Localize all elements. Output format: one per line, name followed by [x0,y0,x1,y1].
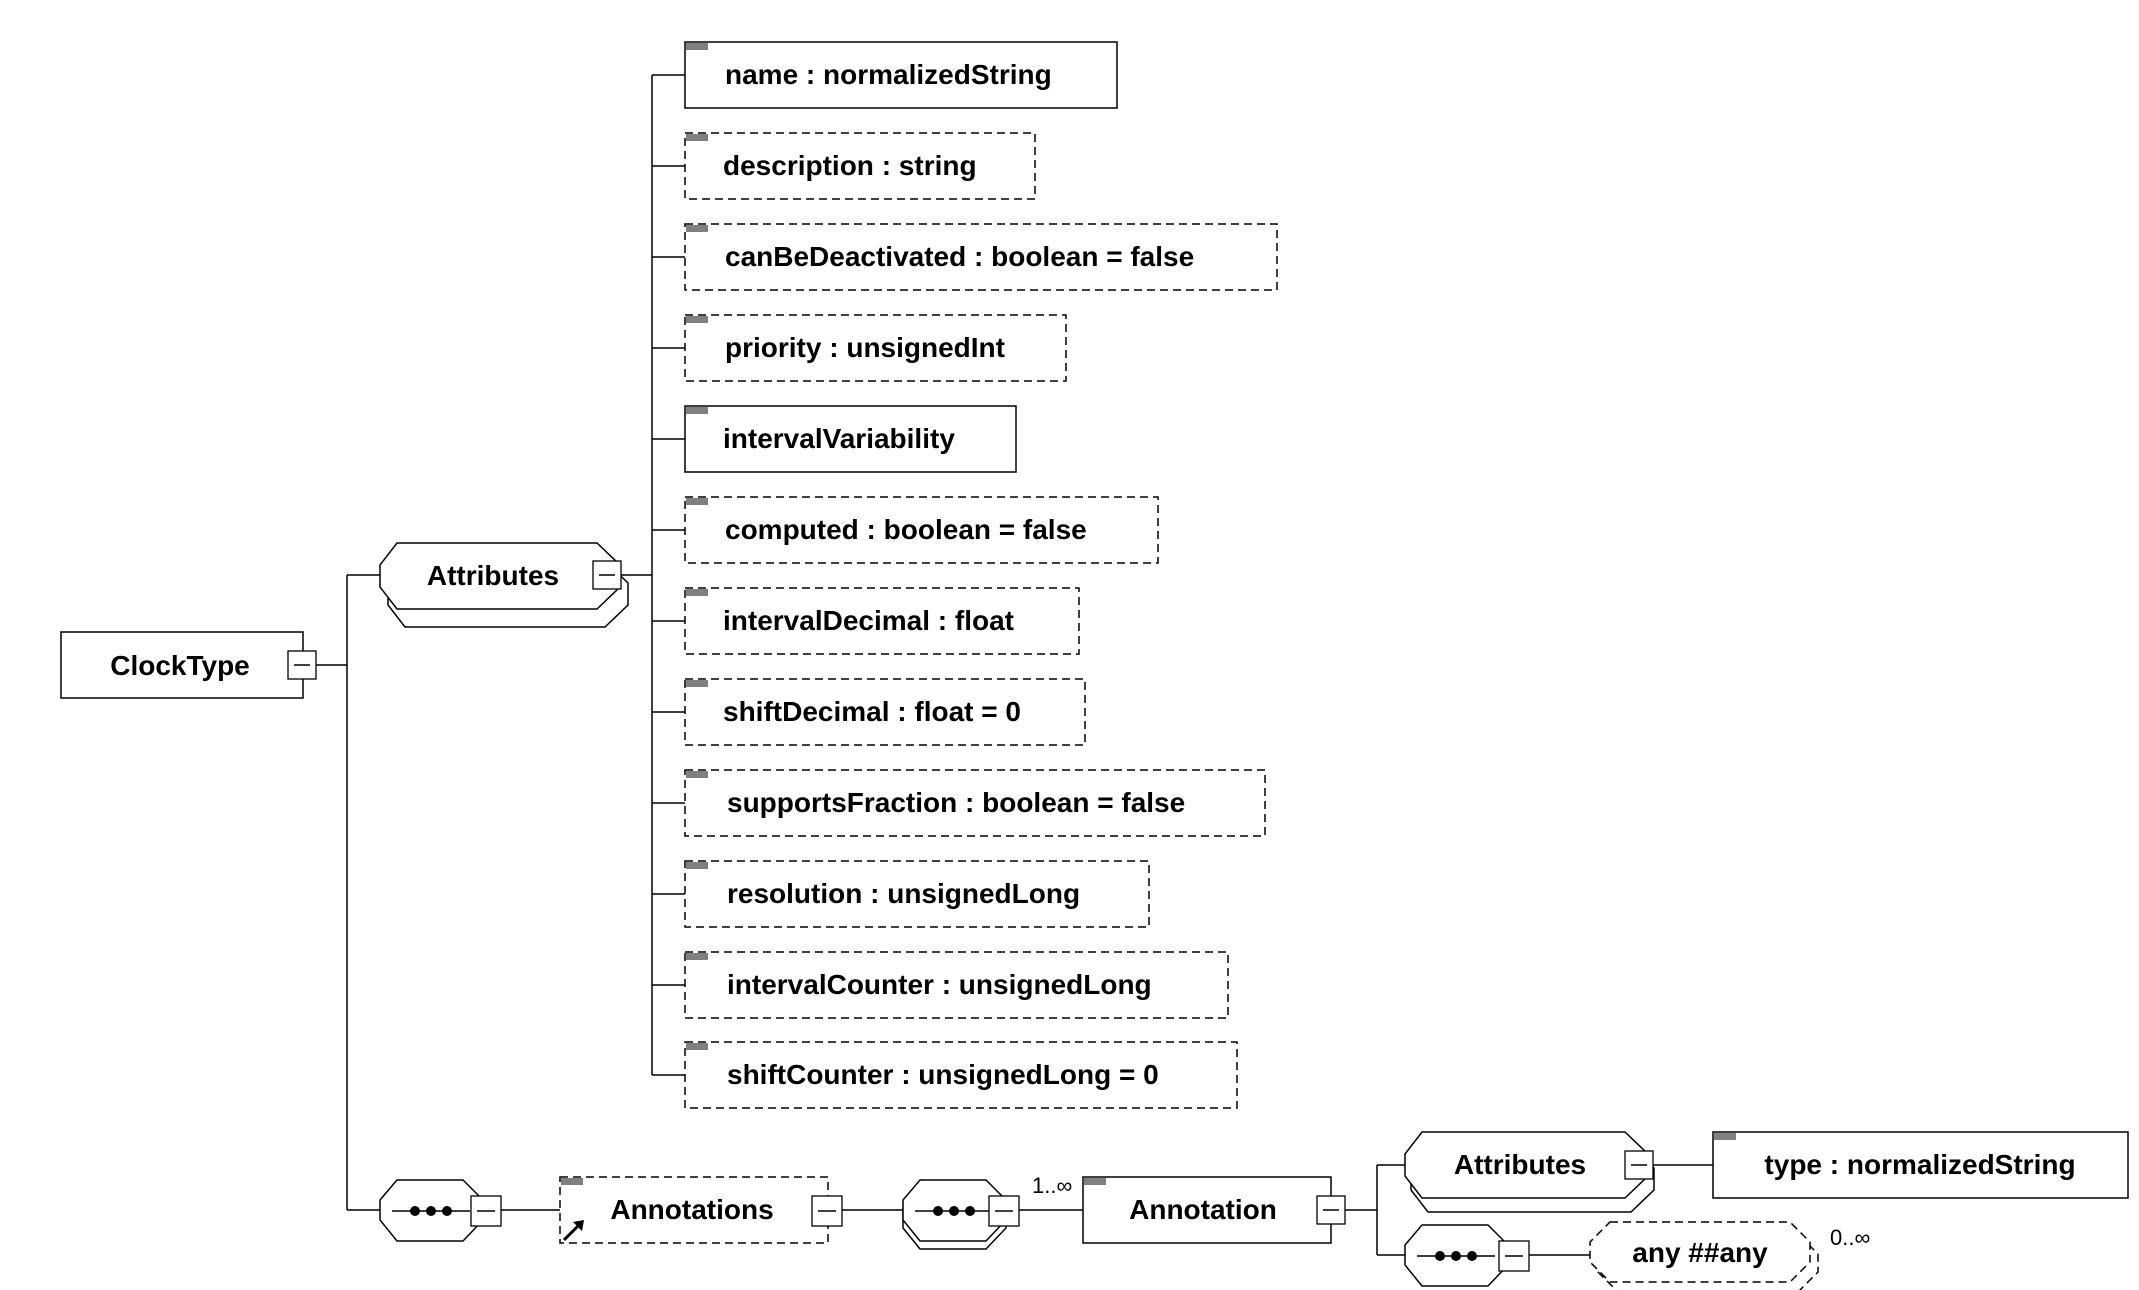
attributes-group-label: Attributes [427,560,559,591]
any-wildcard-occurrence: 0..∞ [1830,1225,1870,1250]
attribute-priority[interactable]: priority : unsignedInt [684,314,1067,382]
clocktype-element[interactable]: ClockType [60,631,304,699]
connector-lines [314,74,1713,1256]
attribute-resolution[interactable]: resolution : unsignedLong [684,860,1150,928]
sequence-annotations-collapse-toggle[interactable] [988,1195,1020,1227]
annotation-attributes-group-node[interactable]: Attributes [1404,1131,1655,1213]
annotation-collapse-toggle[interactable] [1316,1195,1346,1225]
clocktype-collapse-toggle[interactable] [287,650,317,680]
attributes-group-collapse-toggle[interactable] [592,560,622,590]
attribute-type[interactable]: type : normalizedString [1712,1131,2129,1199]
reference-arrow-icon [562,1220,584,1242]
sequence-compositor-root[interactable] [379,1179,484,1242]
annotation-attributes-group-label: Attributes [1454,1149,1586,1180]
attribute-description-label: description : string [723,150,977,181]
annotation-element[interactable]: Annotation [1082,1176,1332,1244]
clocktype-label: ClockType [110,650,250,681]
annotation-label: Annotation [1129,1194,1277,1225]
attribute-computed[interactable]: computed : boolean = false [684,496,1159,564]
attributes-group-node[interactable]: Attributes [379,542,629,628]
annotations-collapse-toggle[interactable] [811,1195,843,1227]
any-wildcard-element[interactable]: any ##any [1589,1221,1819,1290]
attribute-intervalcounter-label: intervalCounter : unsignedLong [727,969,1152,1000]
attribute-intervaldecimal[interactable]: intervalDecimal : float [684,587,1080,655]
sequence-root-collapse-toggle[interactable] [470,1195,502,1227]
attribute-resolution-label: resolution : unsignedLong [727,878,1080,909]
attribute-name[interactable]: name : normalizedString [684,41,1118,109]
sequence-annotation-collapse-toggle[interactable] [1498,1240,1530,1272]
attribute-description[interactable]: description : string [684,132,1036,200]
annotations-label: Annotations [610,1194,773,1225]
any-wildcard-label: any ##any [1632,1237,1768,1268]
attribute-supportsfraction[interactable]: supportsFraction : boolean = false [684,769,1266,837]
attribute-supportsfraction-label: supportsFraction : boolean = false [727,787,1185,818]
attribute-shiftcounter-label: shiftCounter : unsignedLong = 0 [727,1059,1159,1090]
annotations-element[interactable]: Annotations [559,1176,829,1244]
attribute-intervalvariability-label: intervalVariability [723,423,955,454]
attribute-intervalvariability[interactable]: intervalVariability [684,405,1017,473]
attribute-intervalcounter[interactable]: intervalCounter : unsignedLong [684,951,1229,1019]
attribute-intervaldecimal-label: intervalDecimal : float [723,605,1014,636]
attribute-type-label: type : normalizedString [1764,1149,2075,1180]
annotation-occurrence: 1..∞ [1032,1173,1072,1198]
attribute-computed-label: computed : boolean = false [725,514,1087,545]
attribute-shiftdecimal[interactable]: shiftDecimal : float = 0 [684,678,1086,746]
attribute-list: name : normalizedString description : st… [684,41,1278,1109]
attribute-shiftdecimal-label: shiftDecimal : float = 0 [723,696,1021,727]
attribute-name-label: name : normalizedString [725,59,1052,90]
attribute-shiftcounter[interactable]: shiftCounter : unsignedLong = 0 [684,1041,1238,1109]
sequence-compositor-annotation[interactable] [1404,1224,1509,1287]
attribute-canbedeactivated[interactable]: canBeDeactivated : boolean = false [684,223,1278,291]
annotation-attributes-collapse-toggle[interactable] [1624,1150,1654,1180]
sequence-compositor-annotations[interactable] [902,1179,1007,1250]
attribute-canbedeactivated-label: canBeDeactivated : boolean = false [725,241,1194,272]
attribute-priority-label: priority : unsignedInt [725,332,1005,363]
